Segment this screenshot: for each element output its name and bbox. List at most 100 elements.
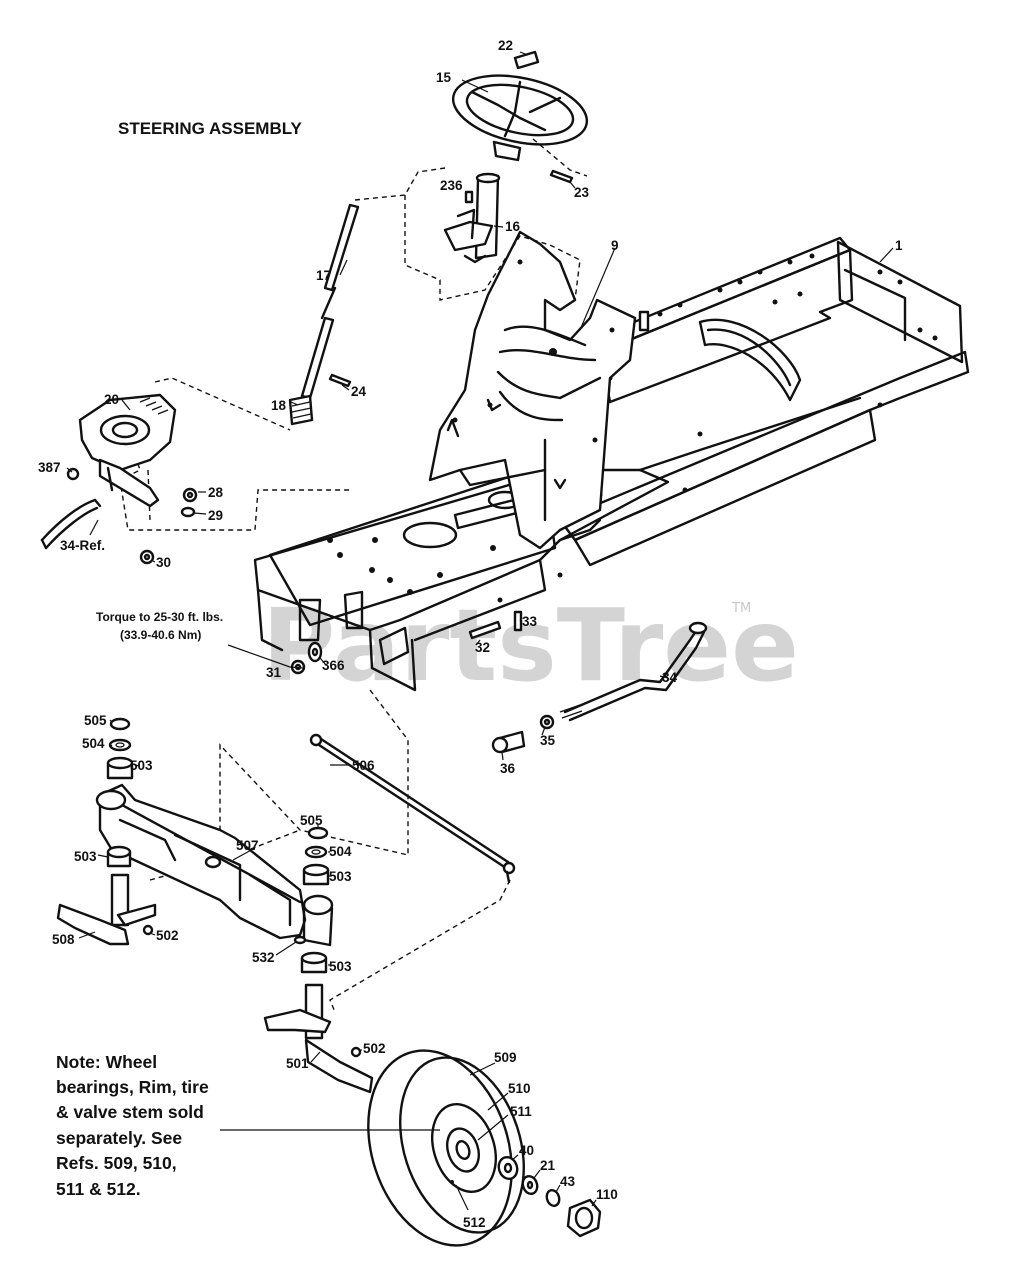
- watermark-text: PartsTree: [262, 587, 799, 704]
- watermark: PartsTree TM: [262, 587, 799, 704]
- label-24: 24: [351, 384, 367, 399]
- torque-note-line-2: (33.9-40.6 Nm): [120, 628, 201, 642]
- label-35: 35: [540, 733, 556, 748]
- steering-column-part-16[interactable]: [443, 172, 501, 264]
- label-506a: 506: [352, 758, 375, 773]
- label-504b: 504: [329, 844, 352, 859]
- label-505b: 505: [300, 813, 323, 828]
- tie-rod-part-506[interactable]: [309, 733, 516, 884]
- label-32: 32: [475, 640, 490, 655]
- bushing-part-503c[interactable]: [302, 863, 330, 886]
- steering-support-part-9[interactable]: [428, 230, 637, 550]
- label-509: 509: [494, 1050, 517, 1065]
- ring-part-43[interactable]: [545, 1188, 561, 1208]
- wheel-note: Note: Wheel bearings, Rim, tire & valve …: [56, 1052, 209, 1199]
- label-387: 387: [38, 460, 61, 475]
- washer-part-21[interactable]: [521, 1174, 540, 1196]
- wheel-note-line-1: Note: Wheel: [56, 1052, 157, 1072]
- label-16: 16: [505, 219, 521, 234]
- hardware-502a[interactable]: [142, 924, 154, 936]
- label-503a: 503: [130, 758, 153, 773]
- washer-part-504a[interactable]: [108, 738, 132, 752]
- rim-part-510[interactable]: [422, 1096, 507, 1200]
- washer-part-504b[interactable]: [304, 845, 328, 859]
- hardware-28[interactable]: [182, 487, 198, 503]
- torque-note: Torque to 25-30 ft. lbs. (33.9-40.6 Nm): [96, 610, 223, 642]
- label-503b: 503: [74, 849, 97, 864]
- label-22: 22: [498, 38, 513, 53]
- label-532: 532: [252, 950, 275, 965]
- label-33: 33: [522, 614, 538, 629]
- label-1: 1: [895, 238, 903, 253]
- nut-part-31[interactable]: [290, 659, 306, 675]
- bolt-part-32[interactable]: [468, 620, 502, 640]
- pin-part-23[interactable]: [549, 169, 574, 184]
- steering-cap-part-22[interactable]: [513, 50, 540, 70]
- hardware-502b[interactable]: [350, 1046, 362, 1058]
- label-34-ref: 34-Ref.: [60, 538, 105, 553]
- label-366: 366: [322, 658, 345, 673]
- label-15: 15: [436, 70, 452, 85]
- bushing-part-503a[interactable]: [106, 756, 134, 780]
- label-508: 508: [52, 932, 75, 947]
- label-30: 30: [156, 555, 171, 570]
- hardware-532[interactable]: [293, 935, 307, 945]
- label-28: 28: [208, 485, 224, 500]
- label-505a: 505: [84, 713, 107, 728]
- drag-link-ref-34[interactable]: [40, 498, 102, 550]
- wheel-note-line-2: bearings, Rim, tire: [56, 1077, 209, 1097]
- label-34: 34: [662, 670, 678, 685]
- leader-lines: [66, 51, 894, 1211]
- wheel-note-line-5: Refs. 509, 510,: [56, 1153, 177, 1173]
- bushing-part-503d[interactable]: [300, 951, 328, 974]
- label-504a: 504: [82, 736, 105, 751]
- label-503c: 503: [329, 869, 352, 884]
- wheel-note-line-3: & valve stem sold: [56, 1102, 204, 1122]
- screw-part-236[interactable]: [464, 190, 474, 204]
- label-36: 36: [500, 761, 516, 776]
- label-510: 510: [508, 1081, 531, 1096]
- bushing-part-503b[interactable]: [106, 845, 132, 868]
- label-507: 507: [236, 838, 259, 853]
- assembly-dashed-guides: [119, 138, 588, 1013]
- bolt-part-33[interactable]: [513, 610, 523, 632]
- washer-part-366[interactable]: [307, 641, 323, 663]
- ball-joint-part-36[interactable]: [491, 730, 526, 754]
- washer-part-40[interactable]: [496, 1155, 520, 1181]
- cap-part-505a[interactable]: [109, 717, 131, 731]
- label-9: 9: [611, 238, 619, 253]
- drag-link-part-34[interactable]: [559, 621, 708, 722]
- frame-part-1[interactable]: [253, 236, 970, 692]
- valve-stem-part-512[interactable]: [450, 1180, 454, 1184]
- nut-part-35[interactable]: [539, 714, 555, 730]
- label-40: 40: [519, 1143, 534, 1158]
- label-29: 29: [208, 508, 223, 523]
- label-501: 501: [286, 1056, 309, 1071]
- label-110: 110: [596, 1187, 618, 1202]
- hub-part-511[interactable]: [442, 1124, 484, 1175]
- steering-shaft-part-17[interactable]: [300, 203, 360, 400]
- label-17: 17: [316, 268, 331, 283]
- hardware-30[interactable]: [139, 549, 155, 565]
- label-21: 21: [540, 1158, 556, 1173]
- wheel-note-line-4: separately. See: [56, 1128, 182, 1148]
- wheel-tire-part-509[interactable]: [344, 1032, 545, 1264]
- label-512: 512: [463, 1215, 486, 1230]
- sector-gear-part-20[interactable]: [78, 393, 177, 508]
- label-236: 236: [440, 178, 463, 193]
- label-502b: 502: [363, 1041, 386, 1056]
- pinion-gear-part-18[interactable]: [288, 394, 314, 426]
- watermark-tm: TM: [731, 601, 751, 616]
- pin-part-24[interactable]: [328, 373, 352, 388]
- right-spindle-part-501[interactable]: [263, 983, 374, 1094]
- left-spindle-part-508[interactable]: [56, 873, 157, 946]
- label-502a: 502: [156, 928, 179, 943]
- label-503d: 503: [329, 959, 352, 974]
- label-511: 511: [510, 1104, 532, 1119]
- steering-wheel-part-15[interactable]: [447, 65, 593, 162]
- label-20: 20: [104, 392, 119, 407]
- cap-part-505b[interactable]: [307, 826, 329, 840]
- hardware-29[interactable]: [180, 506, 196, 518]
- label-31: 31: [266, 665, 282, 680]
- hub-cap-part-110[interactable]: [566, 1198, 602, 1238]
